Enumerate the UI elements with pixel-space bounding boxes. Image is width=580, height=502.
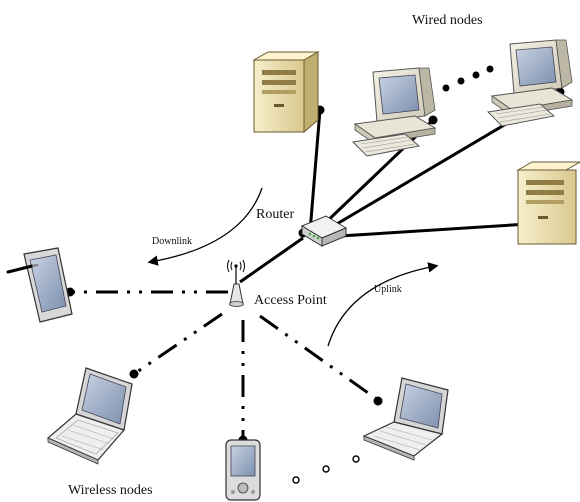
link-ap-laptop-left [133, 312, 223, 376]
wired-nodes-label: Wired nodes [412, 13, 483, 28]
link-router-desktop-1 [318, 118, 435, 230]
uplink-label: Uplink [374, 284, 402, 295]
tablet-icon [6, 247, 73, 323]
ellipsis-dots [442, 65, 494, 92]
desktop-computer-icon [486, 39, 574, 127]
link-router-access-point [239, 236, 304, 284]
desktop-computer-icon [351, 67, 437, 157]
router-icon [300, 215, 348, 247]
link-ap-laptop-right [259, 314, 379, 402]
access-point-label: Access Point [254, 293, 327, 308]
wireless-nodes-label: Wireless nodes [68, 483, 153, 498]
uplink-arrow [327, 262, 439, 347]
downlink-label: Downlink [152, 236, 192, 247]
link-router-server-right [339, 222, 529, 238]
link-router-server-top [308, 109, 322, 233]
wireless-links [72, 290, 379, 438]
laptop-icon [362, 377, 449, 461]
wireless-ellipsis [292, 455, 360, 484]
laptop-icon [46, 367, 133, 465]
downlink-arrow [147, 187, 263, 266]
router-label: Router [256, 207, 294, 222]
server-icon [516, 161, 580, 245]
server-icon [252, 51, 320, 134]
access-point-icon [227, 259, 245, 307]
pda-icon [225, 439, 261, 501]
